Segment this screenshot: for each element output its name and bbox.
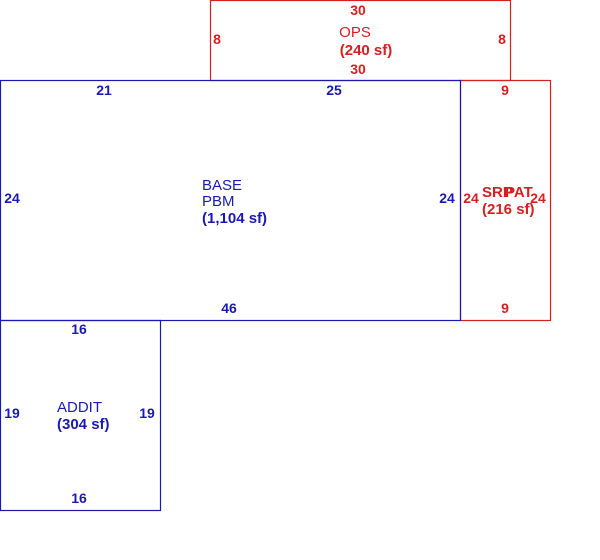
addit-dim-top: 16: [71, 321, 87, 337]
base-name-line2: PBM: [202, 193, 235, 210]
ops-dim-left: 8: [213, 31, 221, 47]
addit-dim-left: 19: [4, 405, 20, 421]
srp-dim-left: 24: [463, 190, 479, 206]
addit-dim-right: 19: [139, 405, 155, 421]
base-area-value: (1,104 sf): [202, 210, 267, 227]
addit-name: ADDIT: [57, 399, 102, 416]
base-area-outline: [0, 79, 462, 322]
base-name-line1: BASE: [202, 177, 242, 194]
base-dim-top-left: 21: [96, 82, 112, 98]
base-dim-bottom: 46: [221, 300, 237, 316]
srp-dim-right: 24: [530, 190, 546, 206]
addit-dim-bottom: 16: [71, 490, 87, 506]
srp-dim-bottom: 9: [501, 300, 509, 316]
base-dim-top-right: 25: [326, 82, 342, 98]
base-dim-left: 24: [4, 190, 20, 206]
addit-area-value: (304 sf): [57, 416, 110, 433]
ops-dim-right: 8: [498, 31, 506, 47]
srp-name: SRP: [482, 184, 513, 201]
pat-name: PAT: [505, 184, 533, 201]
ops-area-value: (240 sf): [340, 42, 393, 59]
base-dim-right: 24: [439, 190, 455, 206]
ops-name: OPS: [339, 24, 371, 41]
ops-dim-bottom: 30: [350, 61, 366, 77]
addit-area-outline: [0, 319, 162, 512]
srp-pat-area-value: (216 sf): [482, 201, 535, 218]
ops-dim-top: 30: [350, 2, 366, 18]
srp-dim-top: 9: [501, 82, 509, 98]
